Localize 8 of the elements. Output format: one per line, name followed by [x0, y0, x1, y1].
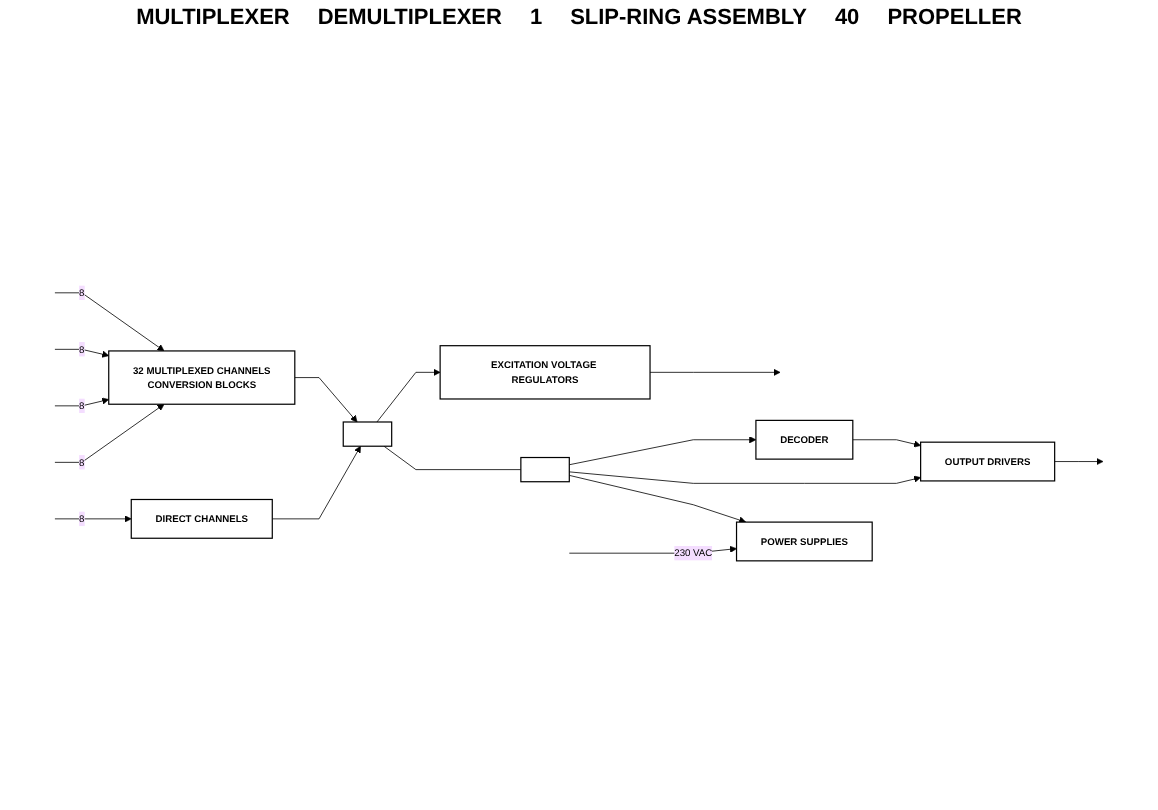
slip-ring-box [520, 456, 570, 483]
section-label: 1 [529, 6, 543, 30]
section-label: DEMULTIPLEXER [317, 6, 502, 30]
section-label: 40 [834, 6, 860, 30]
slip-ring-box [342, 421, 393, 447]
section-label: MULTIPLEXER [136, 6, 290, 30]
section-label: SLIP-RING ASSEMBLY [570, 6, 807, 30]
section-label: PROPELLER [887, 6, 1022, 30]
